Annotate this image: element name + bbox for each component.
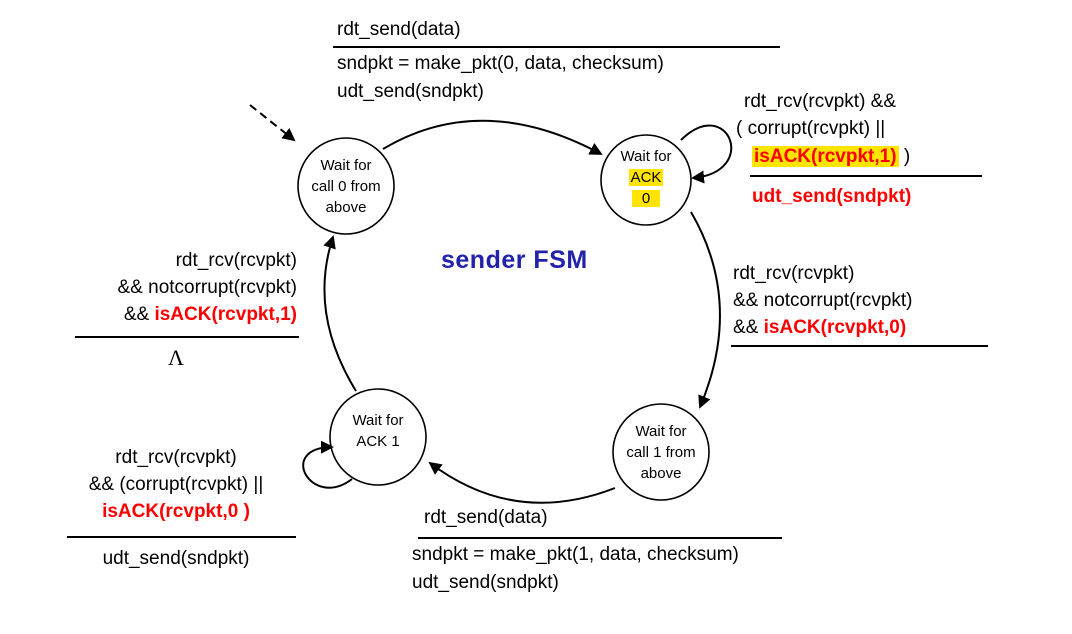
ack-highlight: ACK bbox=[628, 169, 664, 186]
state-label-line: call 1 from bbox=[626, 444, 696, 461]
ack0-loop-cond2: ( corrupt(rcvpkt) || bbox=[736, 118, 886, 139]
state-label-wait-ack1: Wait for ACK 1 bbox=[318, 410, 438, 452]
ack1-ok-cond3-emphasis: isACK(rcvpkt,1) bbox=[154, 304, 297, 325]
ack1-ok-cond3-prefix: && bbox=[123, 304, 155, 325]
state-label-line: above bbox=[640, 465, 682, 482]
transition-arrow-ack1-ok bbox=[323, 235, 357, 392]
ack0-loop-cond3-emphasis: isACK(rcvpkt,1) bbox=[752, 146, 899, 167]
ack0-ok-cond3-prefix: && bbox=[733, 317, 764, 338]
state-label-line: Wait for bbox=[635, 423, 687, 440]
state-circle-wait-call0 bbox=[297, 137, 395, 235]
seq-highlight: 0 bbox=[631, 190, 661, 207]
send1-action1: sndpkt = make_pkt(1, data, checksum) bbox=[412, 544, 739, 565]
ack1-ok-cond3: && isACK(rcvpkt,1) bbox=[55, 303, 297, 326]
initial-state-arrow bbox=[249, 104, 296, 142]
transition-arrow-ack0-ok bbox=[690, 211, 721, 409]
ack0-loop-cond3-suffix: ) bbox=[898, 146, 911, 167]
ack0-ok-cond1: rdt_rcv(rcvpkt) bbox=[733, 263, 855, 284]
state-label-wait-call0: Wait for call 0 from above bbox=[286, 155, 406, 218]
ack1-loop-action: udt_send(sndpkt) bbox=[102, 548, 250, 569]
ack0-loop-cond1: rdt_rcv(rcvpkt) && bbox=[744, 91, 897, 112]
transition-arrow-send0 bbox=[382, 119, 603, 155]
send0-action1: sndpkt = make_pkt(0, data, checksum) bbox=[337, 53, 664, 74]
self-loop-arrow-ack0 bbox=[680, 124, 733, 184]
state-label-line: call 0 from bbox=[311, 178, 381, 195]
state-label-line: Wait for bbox=[620, 148, 672, 165]
ack0-ok-cond3-emphasis: isACK(rcvpkt,0) bbox=[763, 317, 907, 338]
ack1-loop-cond3-emphasis: isACK(rcvpkt,0 ) bbox=[102, 501, 250, 522]
ack1-loop-cond1: rdt_rcv(rcvpkt) bbox=[115, 447, 237, 468]
state-label-line: above bbox=[325, 199, 367, 216]
ack0-ok-cond3: && isACK(rcvpkt,0) bbox=[733, 316, 906, 339]
ack0-ok-cond2: && notcorrupt(rcvpkt) bbox=[733, 290, 913, 311]
state-label-line: Wait for bbox=[320, 157, 372, 174]
ack0-loop-cond3: isACK(rcvpkt,1) ) bbox=[752, 145, 910, 168]
state-label-line: ACK 1 bbox=[356, 433, 400, 450]
state-circle-wait-call1 bbox=[612, 403, 710, 501]
send1-action2: udt_send(sndpkt) bbox=[412, 572, 559, 593]
lambda-action: Λ bbox=[168, 345, 184, 370]
self-loop-arrow-ack1 bbox=[302, 440, 353, 489]
state-label-wait-call1: Wait for call 1 from above bbox=[601, 421, 721, 484]
state-label-line: ACK bbox=[601, 167, 691, 188]
state-label-line: 0 bbox=[601, 188, 691, 209]
send1-event: rdt_send(data) bbox=[424, 507, 548, 528]
send0-event: rdt_send(data) bbox=[337, 19, 461, 40]
state-label-wait-ack0: Wait for ACK 0 bbox=[601, 146, 691, 209]
ack1-loop-cond2: && (corrupt(rcvpkt) || bbox=[88, 474, 264, 495]
state-label-line: Wait for bbox=[352, 412, 404, 429]
send0-action2: udt_send(sndpkt) bbox=[337, 81, 484, 102]
ack1-ok-cond2: && notcorrupt(rcvpkt) bbox=[117, 277, 298, 298]
transition-arrow-send1 bbox=[428, 461, 616, 504]
ack1-ok-cond1: rdt_rcv(rcvpkt) bbox=[175, 250, 297, 271]
state-circle-wait-ack1 bbox=[329, 388, 427, 486]
fsm-title: sender FSM bbox=[441, 246, 588, 274]
ack0-loop-action: udt_send(sndpkt) bbox=[752, 186, 912, 207]
